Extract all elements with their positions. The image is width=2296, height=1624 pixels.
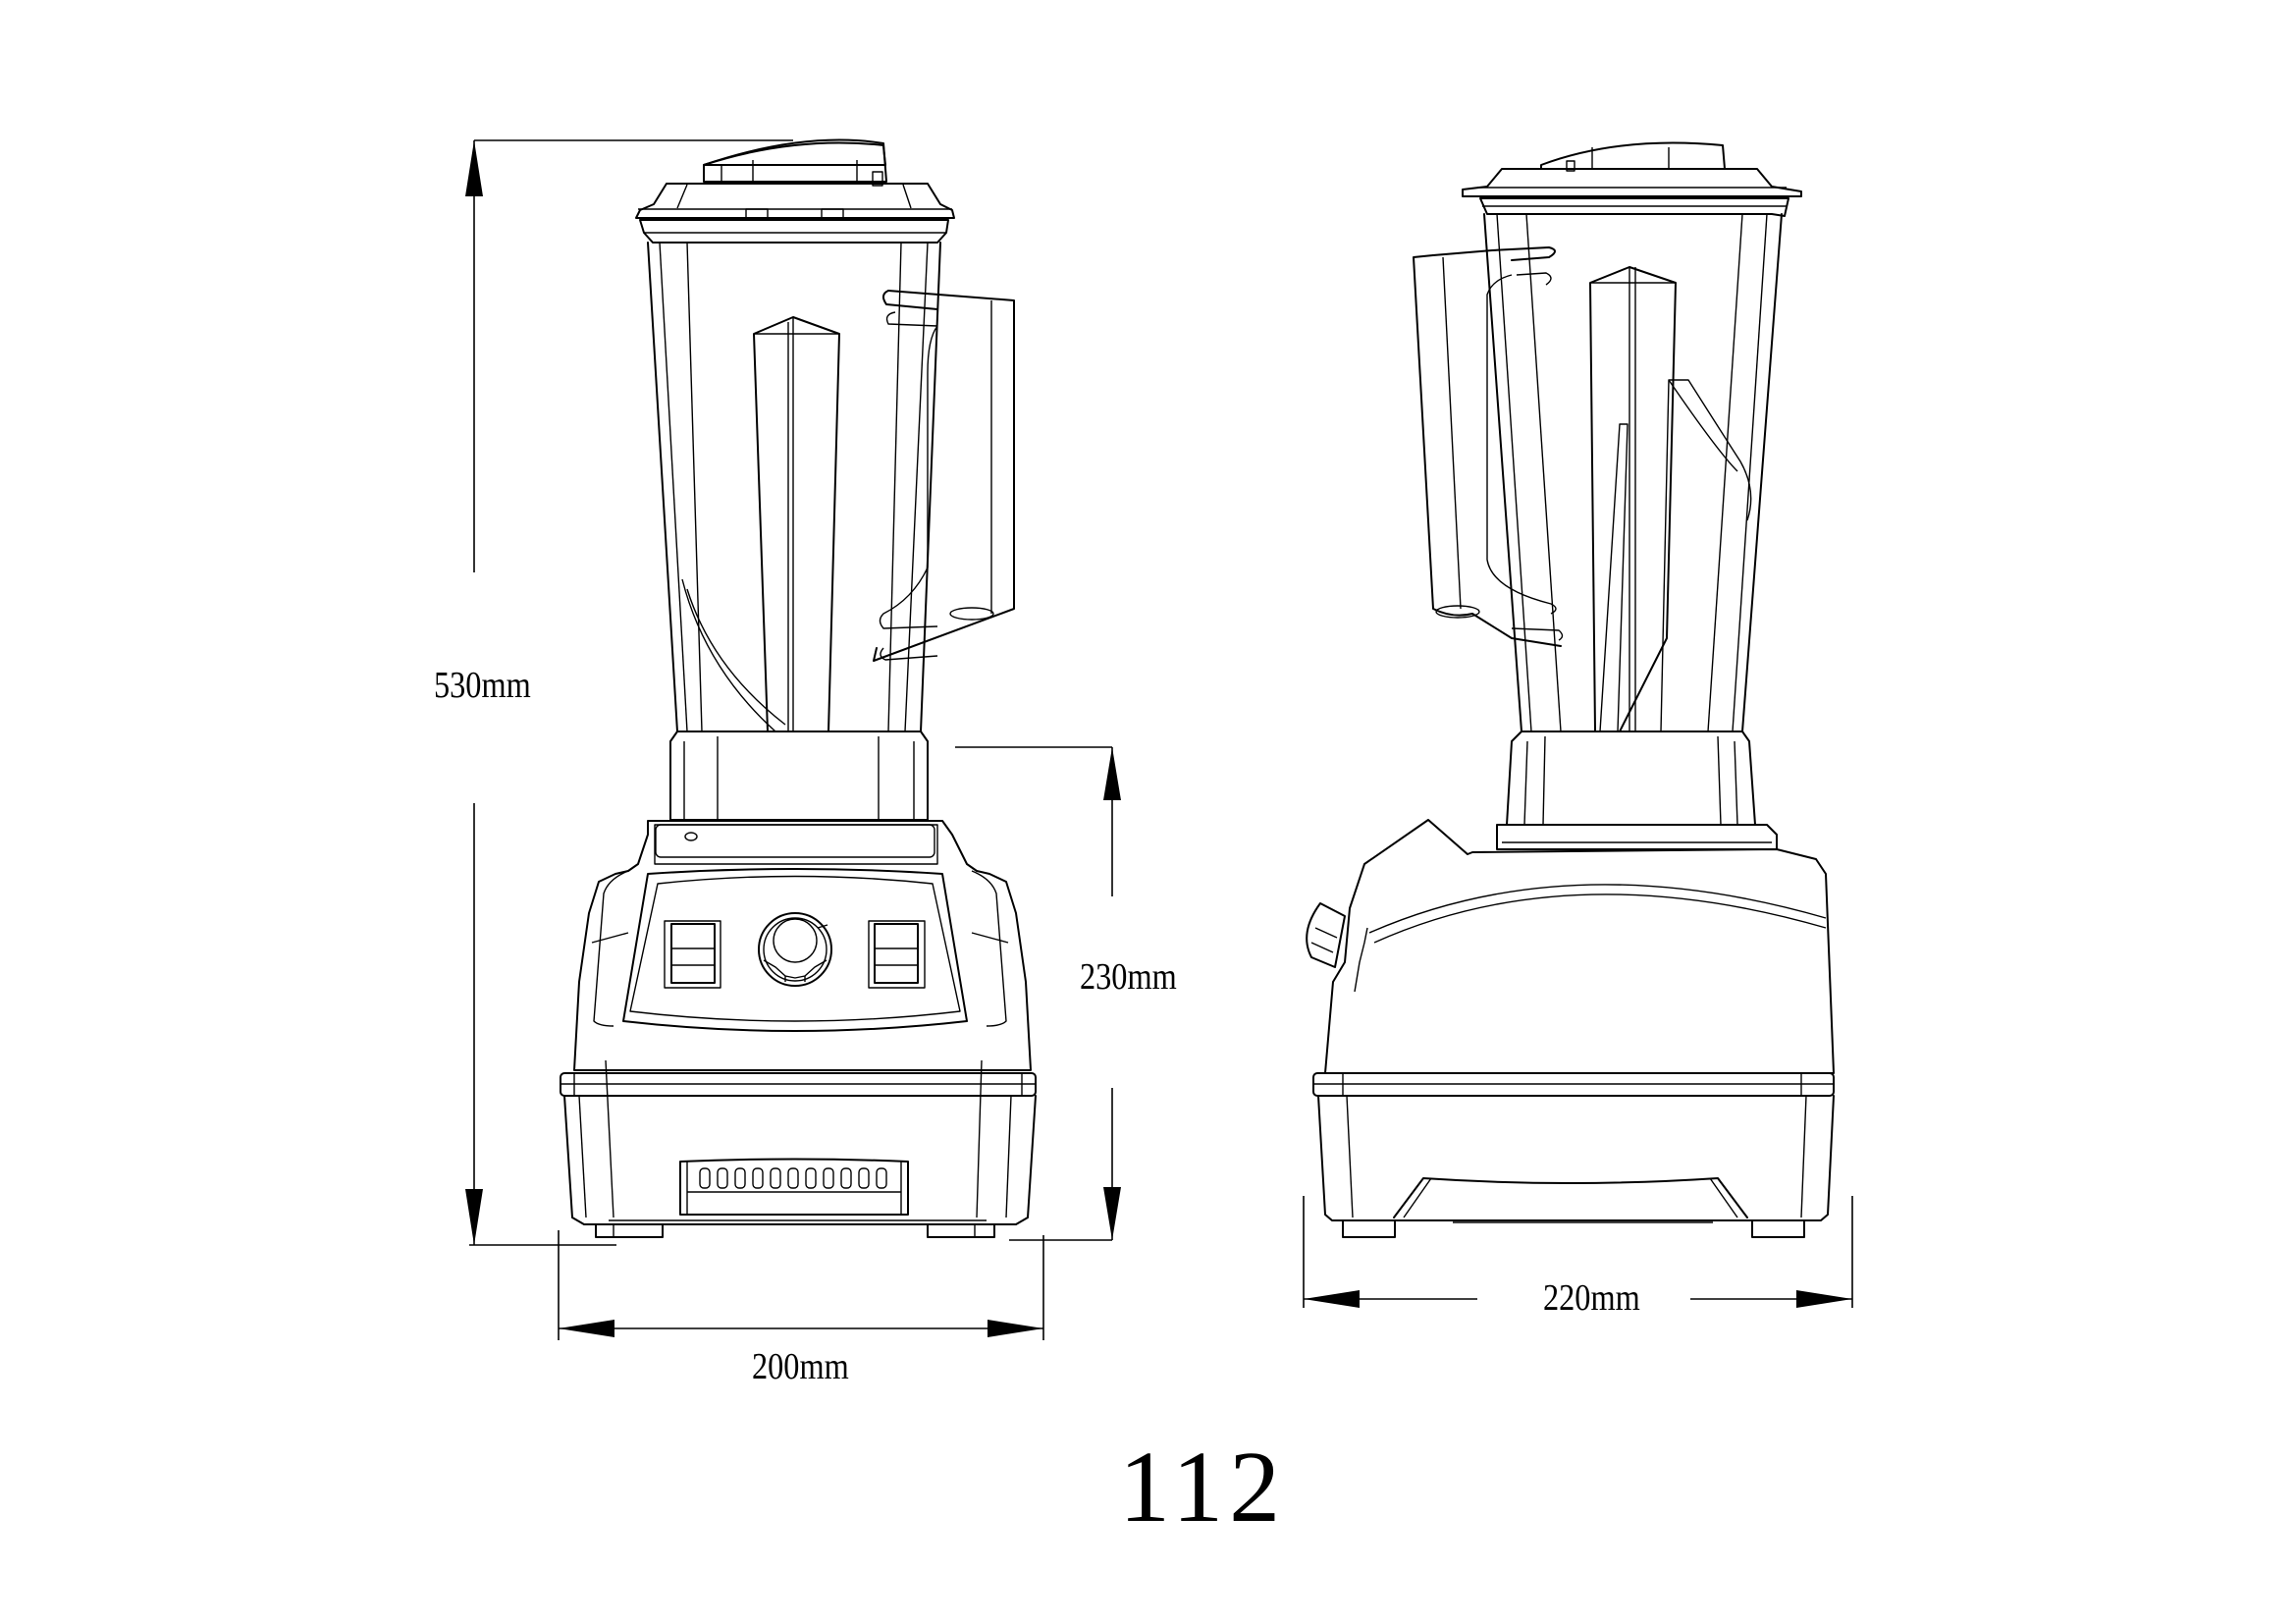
foot [1342, 1219, 1396, 1238]
front-view [560, 138, 1037, 1238]
jar-collar [1506, 731, 1756, 826]
jar-collar [669, 731, 929, 821]
dimension-530mm [465, 139, 793, 1246]
dimension-220mm [1303, 1196, 1853, 1308]
left-rocker-switch[interactable] [664, 920, 721, 989]
arrow-left-icon [1304, 1290, 1360, 1308]
right-rocker-switch[interactable] [868, 920, 926, 989]
jar-handle[interactable] [1413, 246, 1564, 647]
arrow-up-icon [1103, 747, 1121, 800]
arrow-up-icon [465, 140, 483, 196]
arrow-down-icon [1103, 1187, 1121, 1240]
foot [1751, 1219, 1805, 1238]
jar-lid [635, 138, 955, 244]
dimension-200mm [558, 1230, 1044, 1340]
arrow-down-icon [465, 1189, 483, 1245]
motor-base [560, 820, 1037, 1238]
dimension-230mm [955, 746, 1121, 1241]
motor-base [1306, 819, 1835, 1238]
dimension-lines [465, 139, 1853, 1340]
arrow-right-icon [988, 1320, 1043, 1337]
jar-handle [873, 290, 1015, 662]
foot [927, 1223, 995, 1238]
speed-dial[interactable] [758, 912, 832, 987]
vent-grille [679, 1158, 909, 1216]
side-view [1306, 141, 1835, 1238]
dimension-label-width: 200mm [752, 1346, 849, 1387]
blender-jar [647, 242, 1015, 732]
arrow-right-icon [1796, 1290, 1852, 1308]
jar-lid [1462, 141, 1802, 217]
control-panel [622, 868, 968, 1032]
blender-jar [1413, 213, 1783, 732]
foot [595, 1223, 664, 1238]
arrow-left-icon [559, 1320, 614, 1337]
model-number: 112 [1119, 1431, 1287, 1543]
dimension-label-depth: 220mm [1543, 1277, 1640, 1319]
dimension-label-height-total: 530mm [434, 665, 531, 706]
dimension-label-height-base: 230mm [1080, 956, 1177, 998]
side-dial[interactable] [1306, 902, 1346, 968]
